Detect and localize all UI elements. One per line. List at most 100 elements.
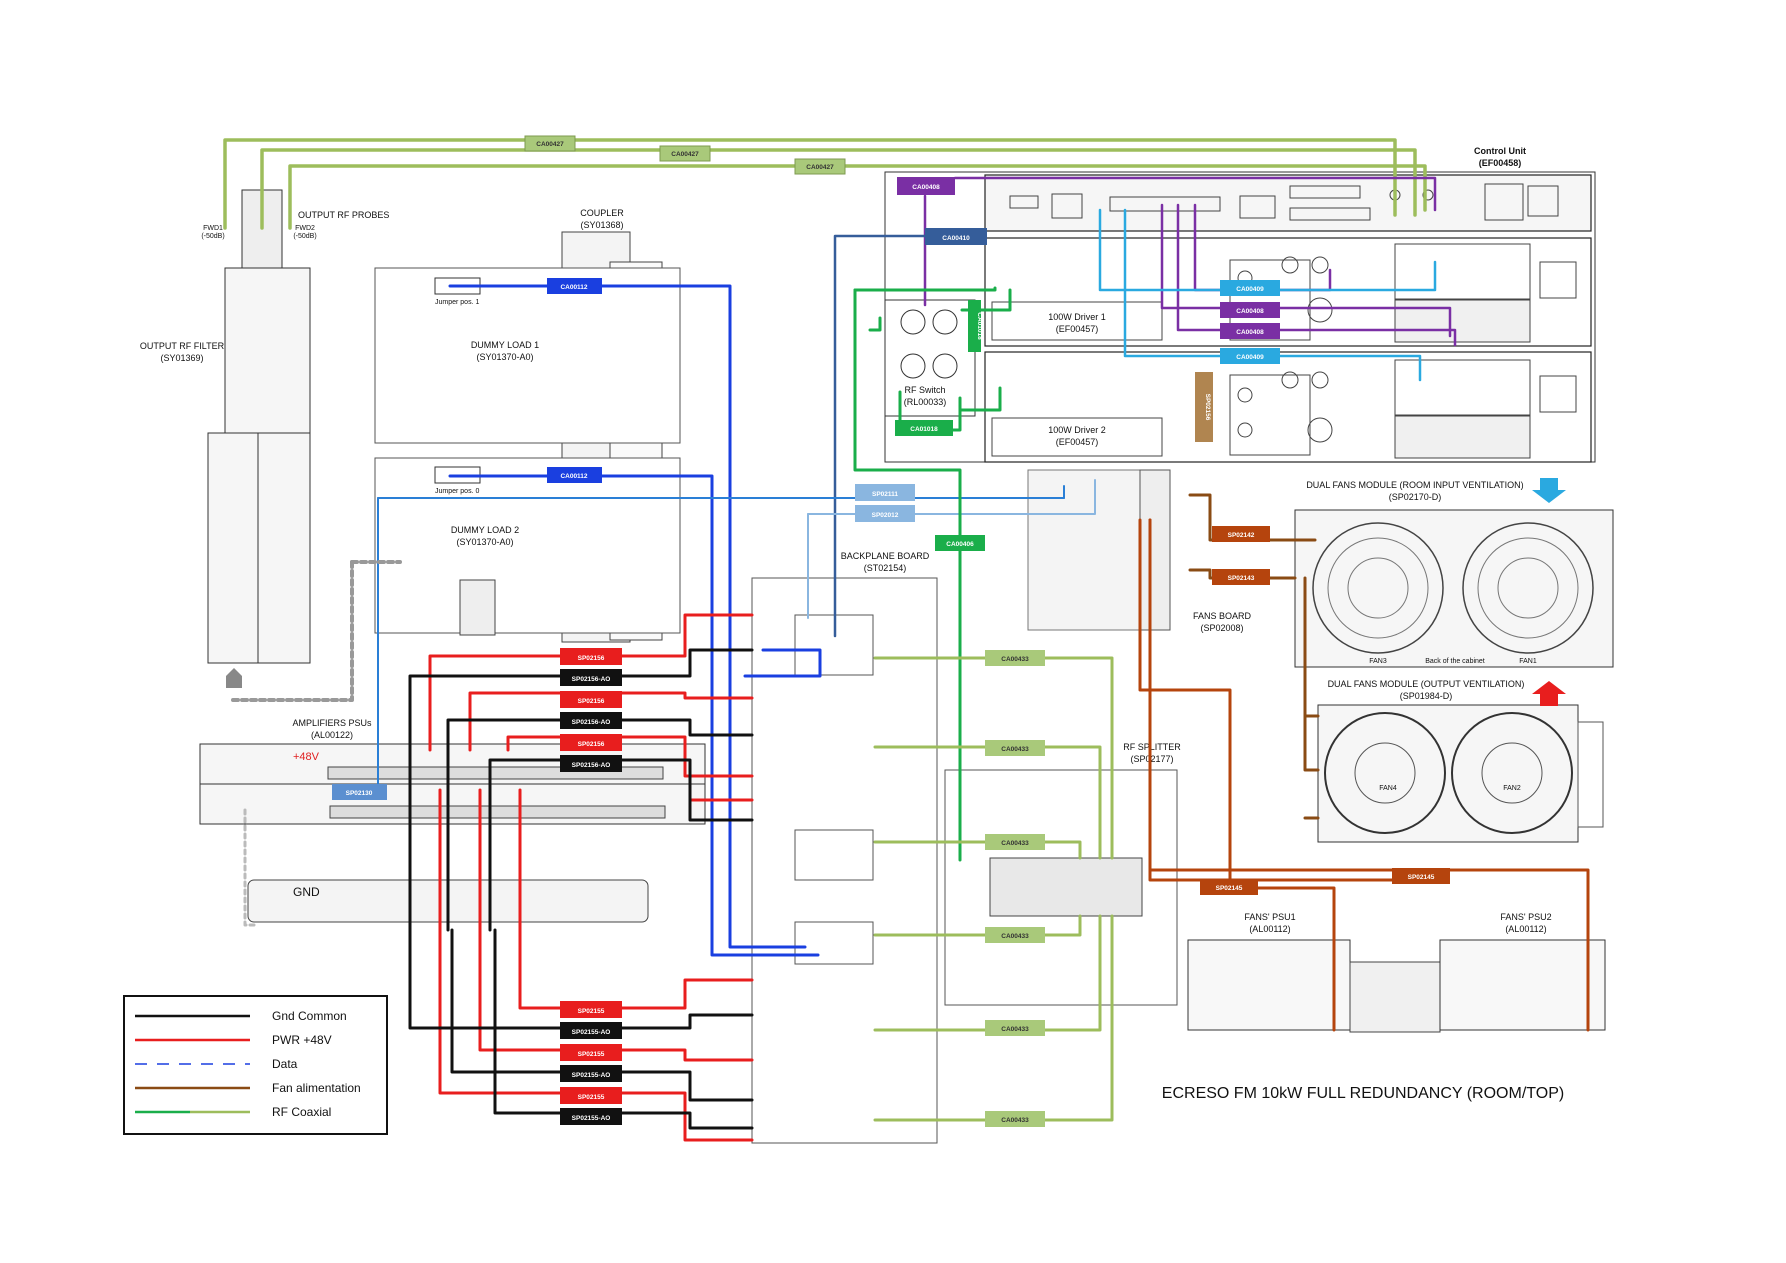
tag-ca00427-2: CA00427 [671, 151, 699, 158]
amplifier-psus: AMPLIFIERS PSUs (AL00122) +48V [199, 718, 706, 825]
coupler-code: (SY01368) [580, 220, 623, 230]
tag-sp02156-1: SP02156 [578, 655, 605, 662]
diagram-title: ECRESO FM 10kW FULL REDUNDANCY (ROOM/TOP… [1162, 1085, 1564, 1102]
tag-ca00433-1: CA00433 [1001, 656, 1029, 663]
backplane-board: BACKPLANE BOARD (ST02154) [751, 551, 938, 1144]
amp-psus-name: AMPLIFIERS PSUs [292, 718, 372, 728]
dummy1-jumper: Jumper pos. 1 [435, 299, 479, 306]
tag-sp02155-2: SP02155 [578, 1051, 605, 1058]
driver2: 100W Driver 2 (EF00457) [984, 351, 1592, 463]
driver1: 100W Driver 1 (EF00457) [984, 237, 1592, 347]
output-rf-filter: OUTPUT RF FILTER (SY01369) OUTPUT RF PRO… [140, 189, 389, 688]
fans-board: FANS BOARD (SP02008) [1027, 469, 1252, 633]
tag-sp02156-a0-1: SP02156-AO [572, 676, 611, 683]
fan3-label: FAN3 [1369, 658, 1387, 665]
fan1-label: FAN1 [1519, 658, 1537, 665]
tag-ca01018: CA01018 [910, 426, 938, 433]
dummy-load-1: Jumper pos. 1 DUMMY LOAD 1 (SY01370-A0) [374, 267, 681, 444]
tag-ca00433-6: CA00433 [1001, 1117, 1029, 1124]
legend-pwr: PWR +48V [272, 1033, 332, 1047]
legend-gnd: Gnd Common [272, 1009, 347, 1023]
fans-output-name: DUAL FANS MODULE (OUTPUT VENTILATION) [1328, 679, 1525, 689]
fan2-label: FAN2 [1503, 785, 1521, 792]
fans-input-module: DUAL FANS MODULE (ROOM INPUT VENTILATION… [1294, 478, 1614, 668]
output-probes-name: OUTPUT RF PROBES [298, 210, 389, 220]
tag-sp02130: SP02130 [346, 790, 373, 797]
dummy1-name: DUMMY LOAD 1 [471, 340, 539, 350]
amp-psus-voltage: +48V [293, 751, 320, 763]
tag-ca00409-1: CA00409 [1236, 286, 1264, 293]
dummy2-jumper: Jumper pos. 0 [435, 488, 479, 495]
tag-sp02145-2: SP02145 [1408, 874, 1435, 881]
coupler-name: COUPLER [580, 208, 624, 218]
fans-input-code: (SP02170-D) [1389, 492, 1442, 502]
tag-ca00112-1: CA00112 [560, 284, 587, 291]
tag-sp02143: SP02143 [1228, 575, 1255, 582]
output-filter-name: OUTPUT RF FILTER [140, 341, 225, 351]
fans-output-module: FAN4 FAN2 DUAL FANS MODULE (OUTPUT VENTI… [1317, 679, 1604, 843]
fans-psu2-code: (AL00112) [1505, 924, 1546, 934]
tag-sp02142: SP02142 [1228, 532, 1255, 539]
tag-ca00408-2: CA00408 [1236, 308, 1264, 315]
driver2-name: 100W Driver 2 [1048, 425, 1106, 435]
dummy-load-2: Jumper pos. 0 DUMMY LOAD 2 (SY01370-A0) [374, 457, 681, 636]
legend-fan: Fan alimentation [272, 1081, 361, 1095]
rf-switch-code: (RL00033) [904, 397, 947, 407]
fans-board-name: FANS BOARD [1193, 611, 1252, 621]
tag-ca00112-2: CA00112 [560, 473, 587, 480]
amp-psus-code: (AL00122) [311, 730, 353, 740]
cable-tags: CA00427 CA00427 CA00427 CA00408 CA00410 … [332, 135, 1450, 1127]
tag-ca00408-top: CA00408 [912, 184, 940, 191]
tag-sp02111: SP02111 [872, 491, 898, 498]
tag-sp02156-a0-2: SP02156-AO [572, 719, 611, 726]
tag-sp02155-a0-1: SP02155-AO [572, 1029, 611, 1036]
tag-sp02145-1: SP02145 [1216, 885, 1243, 892]
fwd2-label: FWD2 [295, 225, 315, 232]
fans-psu1-name: FANS' PSU1 [1244, 912, 1295, 922]
dummy1-code: (SY01370-A0) [476, 352, 533, 362]
tag-ca00427-1: CA00427 [536, 141, 564, 148]
gnd-label: GND [293, 885, 320, 899]
tag-sp02156-a0-3: SP02156-AO [572, 762, 611, 769]
fwd1-label: FWD1 [203, 225, 223, 232]
fans-output-code: (SP01984-D) [1400, 691, 1453, 701]
tag-ca00433-2: CA00433 [1001, 746, 1029, 753]
legend: Gnd Common PWR +48V Data Fan alimentatio… [123, 995, 388, 1135]
tag-ca00409-2: CA00409 [1236, 354, 1264, 361]
tag-sp02155-1: SP02155 [578, 1008, 605, 1015]
fans-psu-2: FANS' PSU2 (AL00112) [1439, 912, 1606, 1031]
tag-sp02156-3: SP02156 [578, 741, 605, 748]
tag-sp02156-switch: SP02156 [1204, 394, 1211, 421]
fan4-label: FAN4 [1379, 785, 1397, 792]
tag-sp02155-3: SP02155 [578, 1094, 605, 1101]
tag-ca00408-3: CA00408 [1236, 329, 1264, 336]
rf-splitter-code: (SP02177) [1130, 754, 1173, 764]
fans-psu1-code: (AL00112) [1249, 924, 1290, 934]
output-filter-code: (SY01369) [160, 353, 203, 363]
fwd2-db: (-50dB) [293, 233, 316, 240]
legend-data: Data [272, 1057, 298, 1071]
tag-sp02155-a0-3: SP02155-AO [572, 1115, 611, 1122]
backplane-name: BACKPLANE BOARD [841, 551, 930, 561]
tag-ca01018-v: CA01018 [976, 312, 983, 340]
tag-ca00433-4: CA00433 [1001, 933, 1029, 940]
legend-rf: RF Coaxial [272, 1105, 331, 1119]
rf-splitter: RF SPLITTER (SP02177) [944, 742, 1181, 1006]
control-unit-name: Control Unit [1474, 146, 1526, 156]
rf-switch-name: RF Switch [904, 385, 945, 395]
tag-sp02156-2: SP02156 [578, 698, 605, 705]
driver1-code: (EF00457) [1056, 324, 1099, 334]
down-arrow-icon [1532, 478, 1566, 503]
tag-ca00427-3: CA00427 [806, 164, 834, 171]
rf-splitter-name: RF SPLITTER [1123, 742, 1181, 752]
tag-sp02012: SP02012 [872, 512, 899, 519]
driver1-name: 100W Driver 1 [1048, 312, 1106, 322]
fans-psu-1: FANS' PSU1 (AL00112) [1187, 912, 1441, 1033]
control-unit-code: (EF00458) [1479, 158, 1522, 168]
tag-ca00410: CA00410 [942, 235, 970, 242]
tag-sp02155-a0-2: SP02155-AO [572, 1072, 611, 1079]
tag-ca00406: CA00406 [946, 541, 974, 548]
driver2-code: (EF00457) [1056, 437, 1099, 447]
dummy2-name: DUMMY LOAD 2 [451, 525, 519, 535]
